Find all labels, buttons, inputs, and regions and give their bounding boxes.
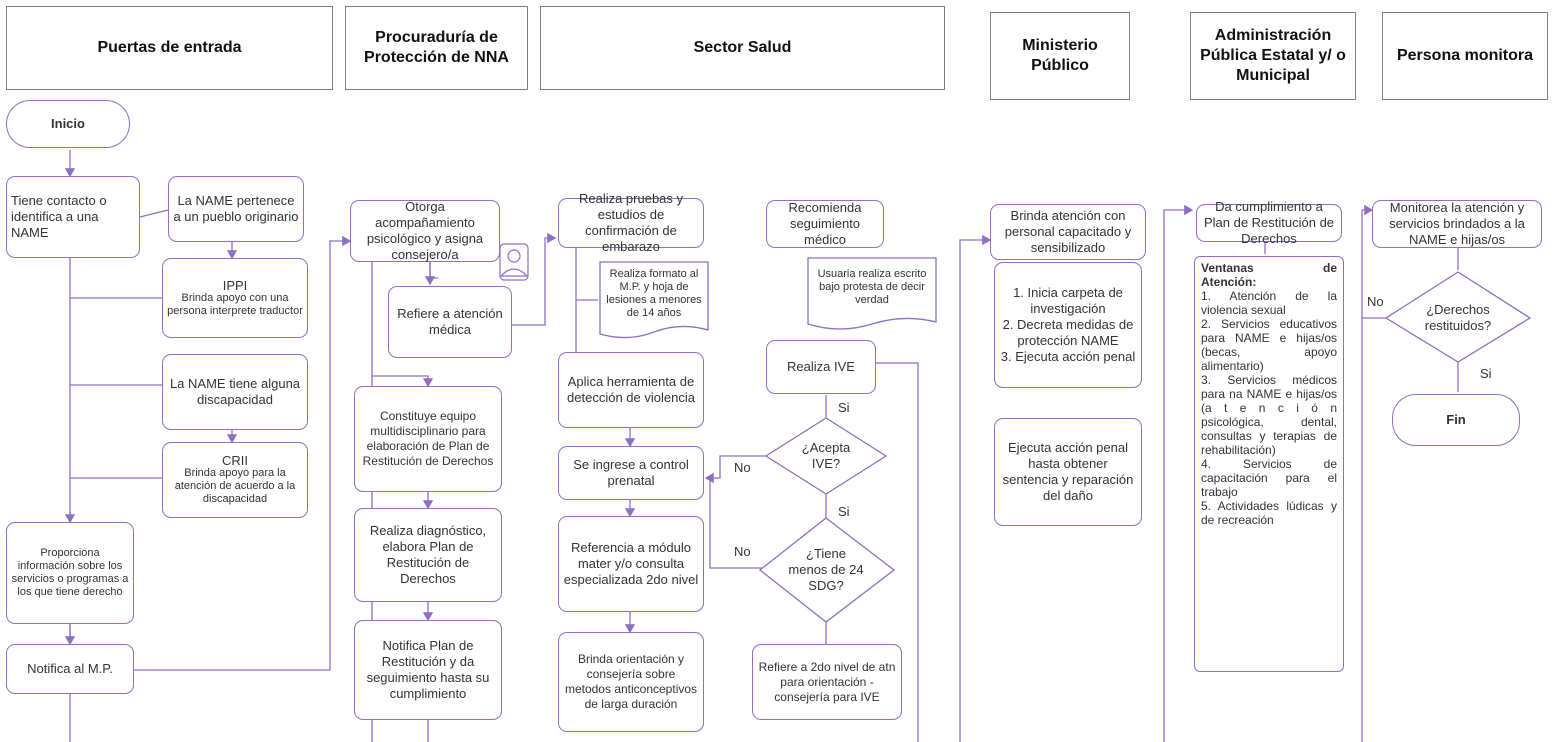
control-prenatal-box: Se ingrese a control prenatal (558, 446, 704, 500)
no-label-3: No (1367, 294, 1384, 309)
header-puertas: Puertas de entrada (6, 6, 333, 90)
pueblo-box: La NAME pertenece a un pueblo originario (168, 176, 304, 242)
discapacidad-box: La NAME tiene alguna discapacidad (162, 354, 308, 430)
derechos-decision: ¿Derechos restituidos? (1424, 302, 1492, 333)
decision-acepta-shape (764, 417, 888, 495)
herramienta-box: Aplica herramienta de detección de viole… (558, 352, 704, 428)
orientacion-box: Brinda orientación y consejería sobre me… (558, 632, 704, 732)
ventanas-item: 4. Servicios de capacitación para el tra… (1201, 457, 1337, 499)
monitorea-box: Monitorea la atención y servicios brinda… (1372, 200, 1542, 248)
formato-doc: Realiza formato al M.P. y hoja de lesion… (606, 268, 702, 319)
ventanas-title-2: Atención: (1201, 275, 1257, 289)
constituye-box: Constituye equipo multidisciplinario par… (354, 386, 502, 492)
proporciona-box: Proporciona información sobre los servic… (6, 522, 134, 624)
no-label-2: No (734, 544, 751, 559)
realiza-ive-box: Realiza IVE (766, 340, 876, 394)
formato-doc-shape (599, 261, 709, 339)
carpeta-box: 1. Inicia carpeta de investigación 2. De… (994, 262, 1142, 388)
header-administracion: Administración Pública Estatal y/ o Muni… (1190, 12, 1356, 100)
si-label-3: Si (1480, 366, 1492, 381)
start-node: Inicio (6, 100, 130, 148)
refiere-box: Refiere a atención médica (388, 286, 512, 358)
header-monitora: Persona monitora (1382, 12, 1548, 100)
ventanas-item: 3. Servicios médicos para na NAME e hija… (1201, 373, 1337, 457)
ventanas-item: 5. Actividades lúdicas y de recreación (1201, 499, 1337, 527)
pruebas-box: Realiza pruebas y estudios de confirmaci… (558, 191, 704, 254)
ventanas-item: 2. Servicios educativos para NAME e hija… (1201, 317, 1337, 373)
notifica-plan-box: Notifica Plan de Restitución y da seguim… (354, 620, 502, 720)
menos-24-decision: ¿Tiene menos de 24 SDG? (788, 546, 864, 593)
header-salud: Sector Salud (540, 6, 945, 90)
header-procuraduria: Procuraduría de Protección de NNA (345, 6, 528, 90)
usuaria-doc-shape (807, 257, 937, 330)
contacto-box: Tiene contacto o identifica a una NAME (6, 176, 140, 258)
ventanas-item: 1. Atención de la violencia sexual (1201, 289, 1337, 317)
refiere-2do-box: Refiere a 2do nivel de atn para orientac… (752, 644, 902, 720)
otorga-box: Otorga acompañamiento psicológico y asig… (350, 199, 500, 262)
decision-derechos-shape (1384, 271, 1532, 363)
referencia-box: Referencia a módulo mater y/o consulta e… (558, 516, 704, 612)
header-ministerio: Ministerio Público (990, 12, 1130, 100)
si-label-2: Si (838, 504, 850, 519)
brinda-atencion-box: Brinda atención con personal capacitado … (990, 204, 1146, 260)
no-label-1: No (734, 460, 751, 475)
usuaria-doc: Usuaria realiza escrito bajo protesta de… (817, 267, 927, 306)
notifica-mp-box: Notifica al M.P. (6, 644, 134, 694)
acepta-ive-decision: ¿Acepta IVE? (801, 440, 851, 471)
user-icon (499, 243, 529, 281)
ejecuta-box: Ejecuta acción penal hasta obtener sente… (994, 418, 1142, 526)
decision-menos-shape (758, 517, 896, 623)
recomienda-box: Recomienda seguimiento médico (766, 200, 884, 248)
end-node: Fin (1392, 394, 1520, 446)
si-label-1: Si (838, 400, 850, 415)
diagnostico-box: Realiza diagnóstico, elabora Plan de Res… (354, 508, 502, 602)
cumplimiento-box: Da cumplimiento a Plan de Restitución de… (1196, 199, 1342, 246)
